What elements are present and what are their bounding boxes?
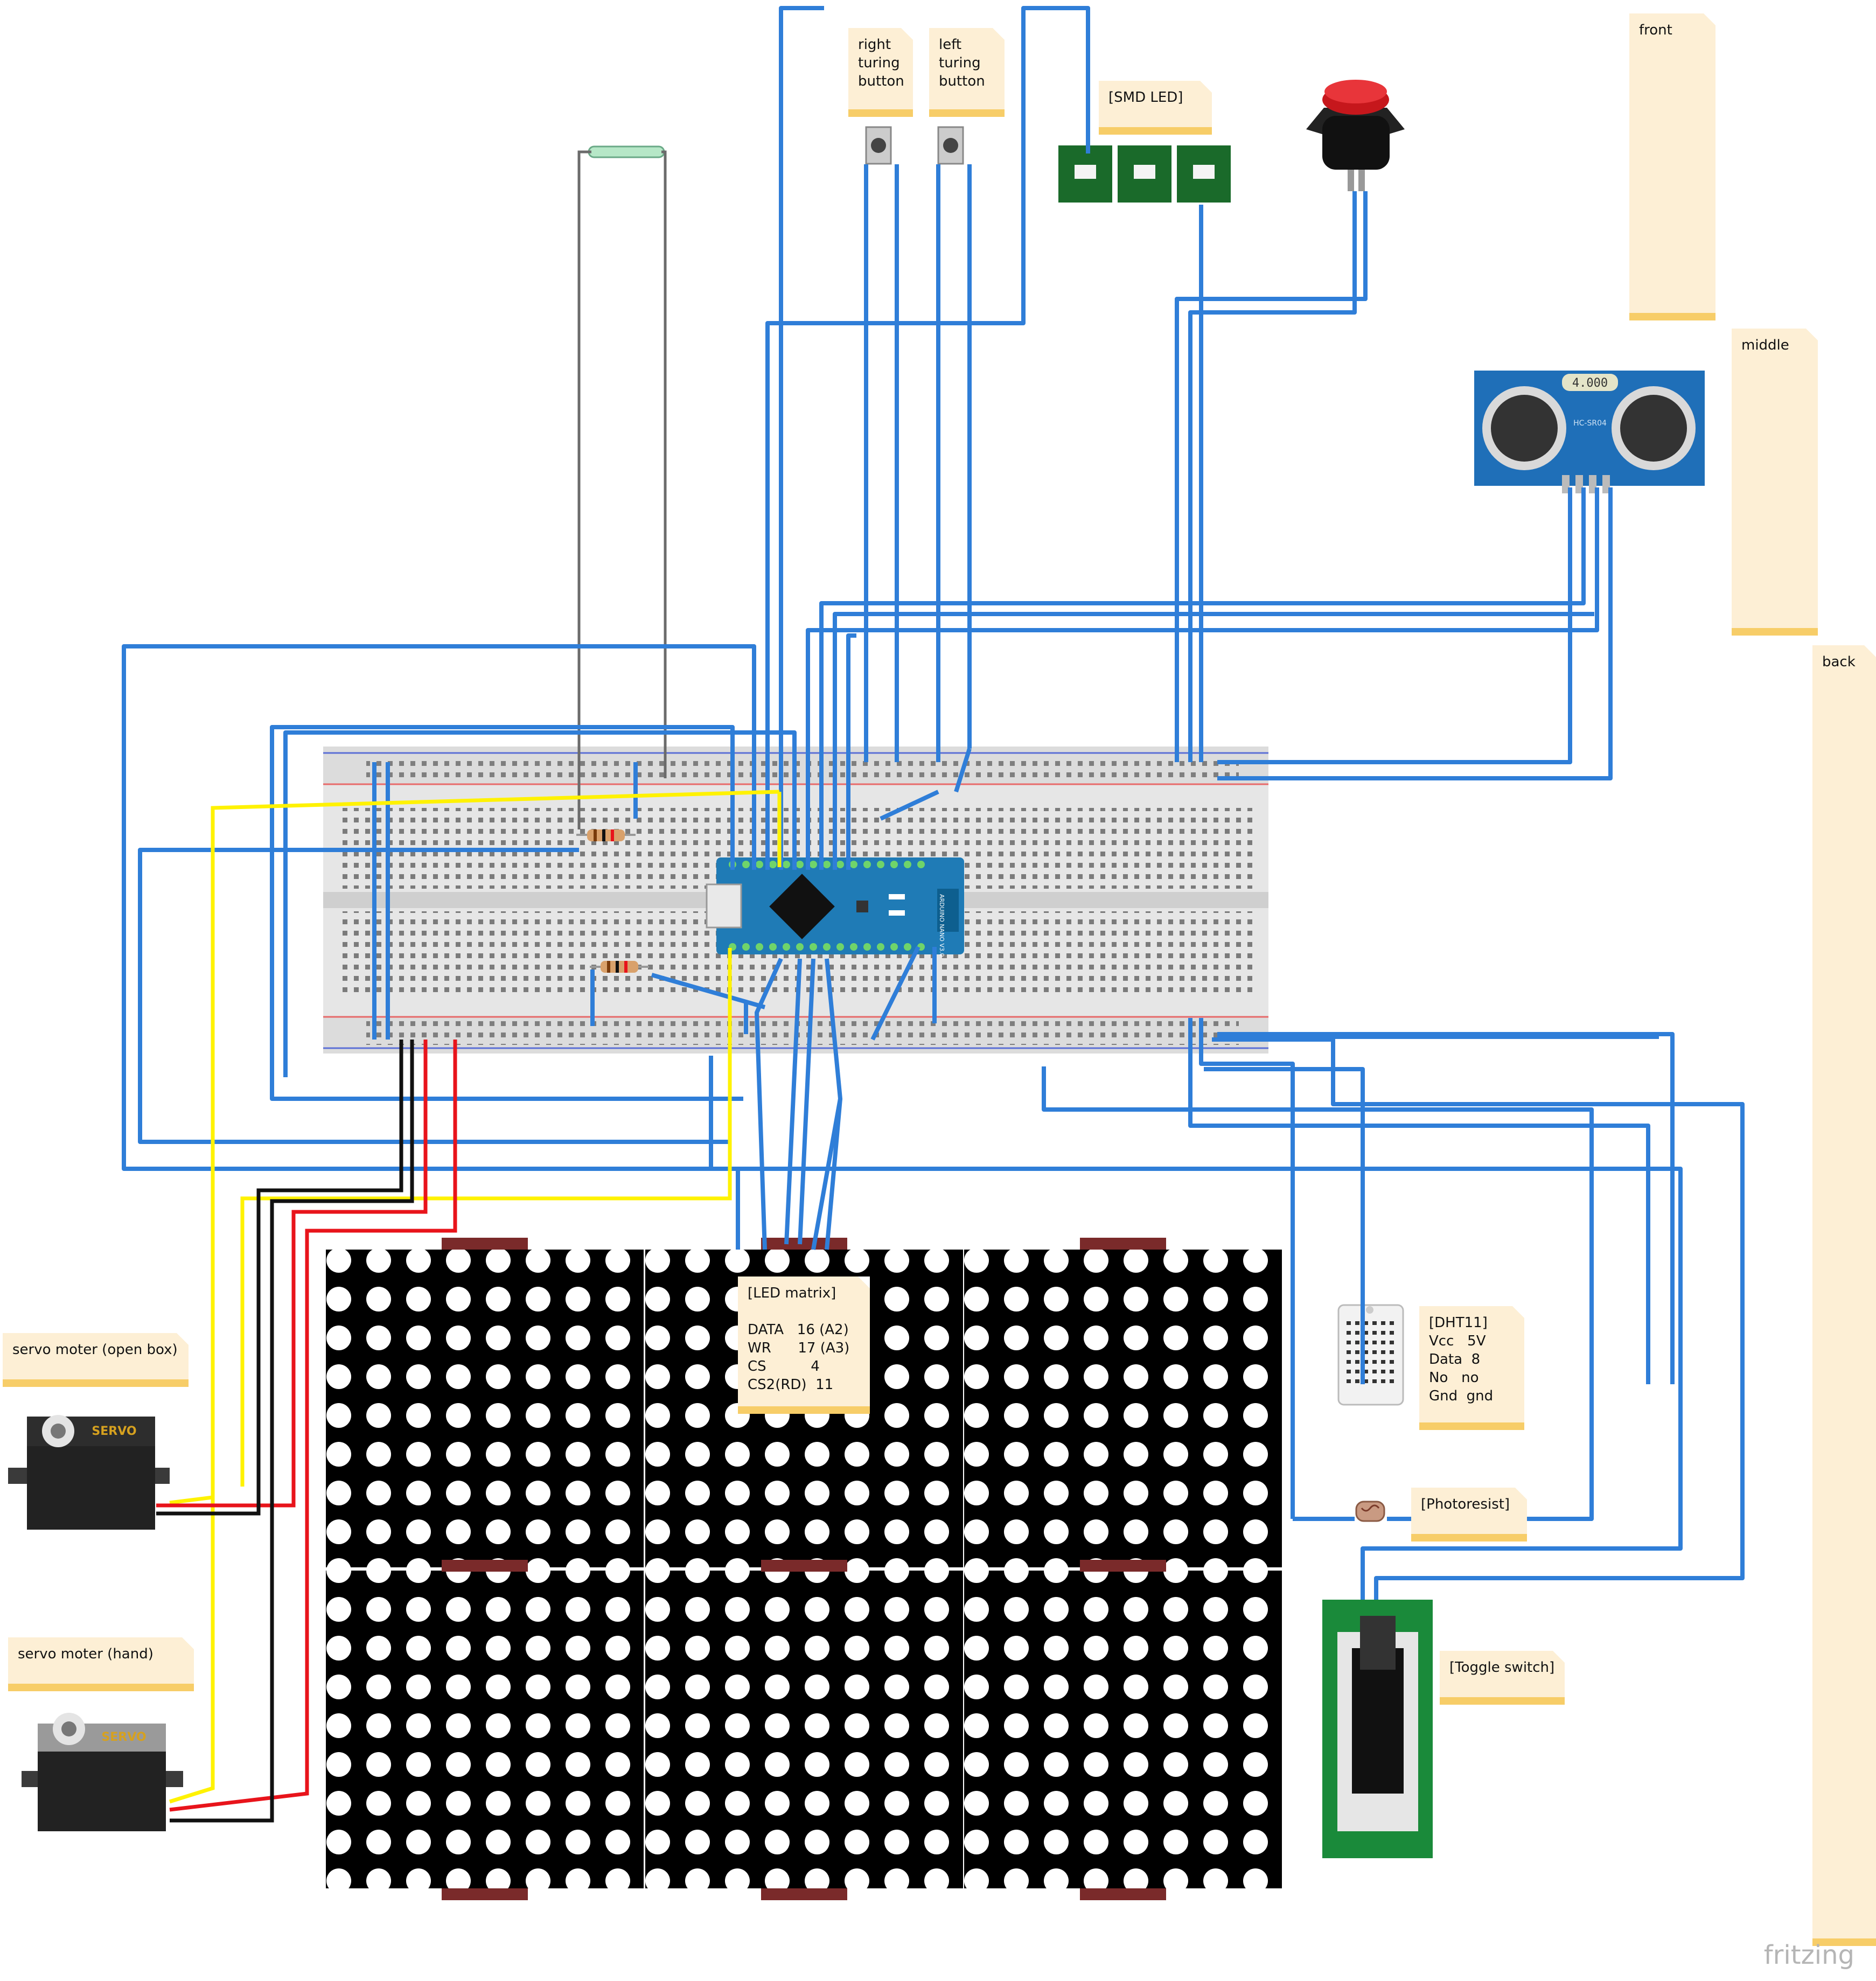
wires-yellow [169, 790, 782, 1804]
note-right-turning-button: right turing button [848, 28, 913, 117]
smd-led-strip [1058, 145, 1231, 203]
left-turning-button [937, 126, 964, 165]
servo-open-box: SERVO [8, 1415, 170, 1530]
note-front: front [1629, 13, 1715, 320]
toggle-switch [1322, 1600, 1433, 1858]
ultrasonic-label: HC-SR04 [1573, 419, 1607, 428]
arduino-label: ARDUINO NANO V3.0 [938, 894, 945, 957]
dht11-sensor [1337, 1304, 1404, 1406]
servo-label: SERVO [92, 1425, 136, 1438]
note-servo-open-box: servo moter (open box) [3, 1333, 189, 1387]
fritzing-logo: fritzing [1763, 1940, 1854, 1970]
wires-black [156, 1040, 414, 1823]
arduino-nano: ARDUINO NANO V3.0 [706, 857, 964, 957]
note-toggle-switch: [Toggle switch] [1440, 1651, 1565, 1705]
note-left-turning-button: left turing button [929, 28, 1005, 117]
ultrasonic-sensor: 4.000 HC-SR04 [1474, 371, 1705, 493]
resistor [576, 829, 636, 841]
right-turning-button [865, 126, 892, 165]
note-servo-hand: servo moter (hand) [8, 1637, 194, 1691]
note-back: back [1812, 645, 1876, 1946]
wires-red [156, 1040, 457, 1812]
note-dht11: [DHT11] Vcc 5V Data 8 No no Gnd gnd [1419, 1306, 1524, 1430]
ultrasonic-display: 4.000 [1572, 376, 1608, 390]
photoresistor [1355, 1501, 1385, 1522]
red-push-button [1306, 80, 1405, 191]
wires-gray [577, 765, 667, 829]
wires-blue [122, 6, 1745, 1600]
note-led-matrix: [LED matrix] DATA 16 (A2) WR 17 (A3) CS … [738, 1277, 870, 1414]
note-smd-led: [SMD LED] [1099, 81, 1212, 135]
servo-label: SERVO [101, 1731, 146, 1744]
reed-switch [577, 145, 667, 778]
resistor [590, 961, 649, 973]
note-middle: middle [1732, 329, 1818, 636]
servo-hand: SERVO [22, 1713, 183, 1831]
note-photoresist: [Photoresist] [1411, 1488, 1527, 1541]
